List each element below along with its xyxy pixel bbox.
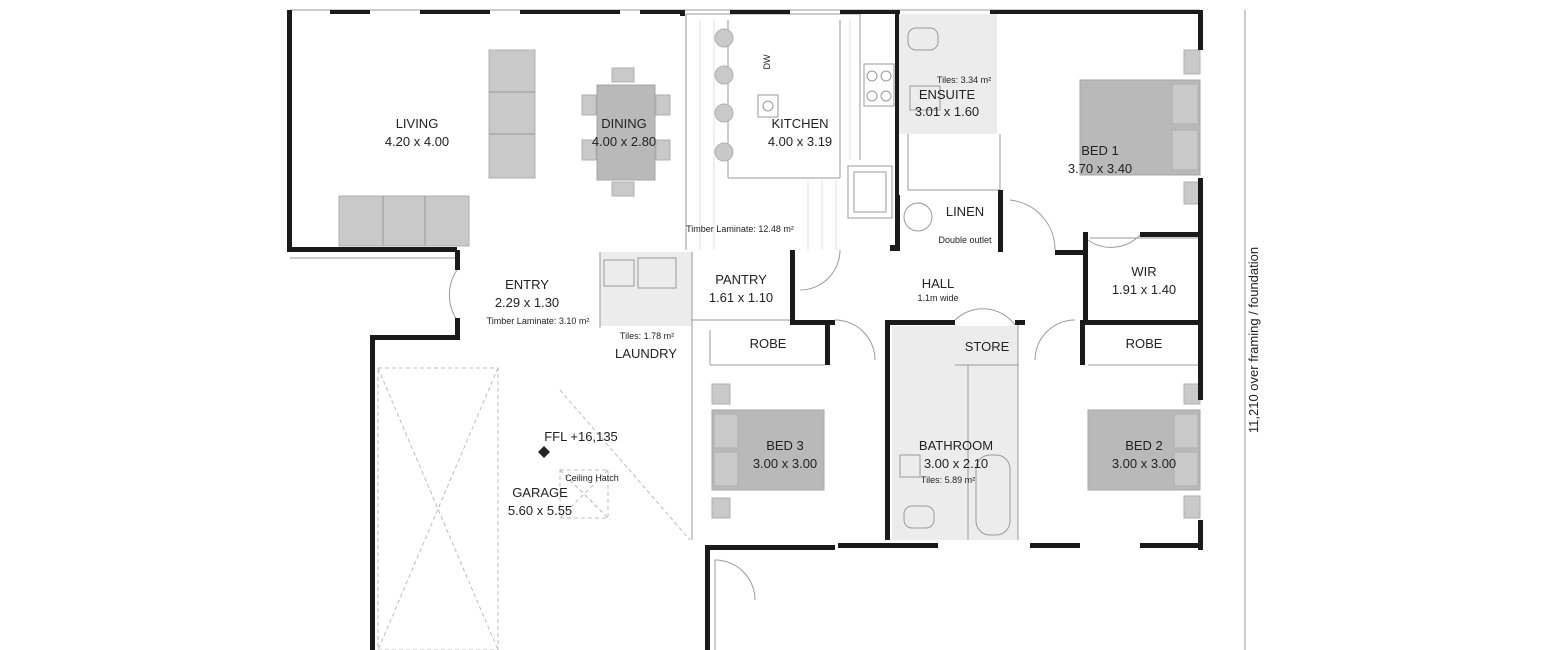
svg-text:LIVING: LIVING — [396, 116, 439, 131]
svg-text:LINEN: LINEN — [946, 204, 984, 219]
svg-text:HALL: HALL — [922, 276, 955, 291]
dining-label: DINING 4.00 x 2.80 — [592, 116, 656, 149]
svg-text:3.00 x 3.00: 3.00 x 3.00 — [1112, 456, 1176, 471]
linen-label: LINEN Double outlet — [938, 204, 992, 245]
hall-label: HALL 1.1m wide — [917, 276, 958, 303]
svg-text:WIR: WIR — [1131, 264, 1156, 279]
doors — [448, 199, 1141, 601]
svg-text:FFL +16,135: FFL +16,135 — [544, 429, 618, 444]
svg-text:5.60 x 5.55: 5.60 x 5.55 — [508, 503, 572, 518]
svg-text:PANTRY: PANTRY — [715, 272, 767, 287]
garage-markings — [377, 367, 691, 650]
svg-text:3.00 x 2.10: 3.00 x 2.10 — [924, 456, 988, 471]
svg-text:4.00 x 2.80: 4.00 x 2.80 — [592, 134, 656, 149]
svg-text:BED 3: BED 3 — [766, 438, 804, 453]
svg-text:BED 2: BED 2 — [1125, 438, 1163, 453]
bed1-label: BED 1 3.70 x 3.40 — [1068, 143, 1132, 176]
dining-table — [596, 84, 656, 181]
svg-text:Tiles: 3.34 m²: Tiles: 3.34 m² — [937, 75, 991, 85]
svg-text:3.70 x 3.40: 3.70 x 3.40 — [1068, 161, 1132, 176]
svg-text:1.91 x 1.40: 1.91 x 1.40 — [1112, 282, 1176, 297]
level-marker-icon — [538, 446, 550, 458]
dw-label: DW — [762, 54, 772, 69]
svg-text:ENSUITE: ENSUITE — [919, 87, 976, 102]
svg-text:Timber Laminate: 12.48 m²: Timber Laminate: 12.48 m² — [686, 224, 794, 234]
bathroom-label: BATHROOM 3.00 x 2.10 Tiles: 5.89 m² — [919, 438, 993, 485]
svg-text:ENTRY: ENTRY — [505, 277, 549, 292]
robe-right-label: ROBE — [1126, 336, 1163, 351]
svg-text:3.00 x 3.00: 3.00 x 3.00 — [753, 456, 817, 471]
pantry-label: PANTRY 1.61 x 1.10 — [709, 272, 773, 305]
svg-text:Ceiling Hatch: Ceiling Hatch — [565, 473, 619, 483]
svg-text:4.00 x 3.19: 4.00 x 3.19 — [768, 134, 832, 149]
sofa-bottom — [338, 195, 470, 247]
room-labels: LIVING 4.20 x 4.00 DINING 4.00 x 2.80 KI… — [385, 54, 1176, 518]
sofa-long — [488, 49, 536, 179]
svg-text:4.20 x 4.00: 4.20 x 4.00 — [385, 134, 449, 149]
walls — [287, 10, 1203, 650]
svg-text:LAUNDRY: LAUNDRY — [615, 346, 677, 361]
svg-text:Tiles: 1.78 m²: Tiles: 1.78 m² — [620, 331, 674, 341]
furniture — [338, 27, 1201, 536]
svg-text:GARAGE: GARAGE — [512, 485, 568, 500]
kitchen-laminate-lines — [699, 20, 851, 250]
svg-text:KITCHEN: KITCHEN — [771, 116, 828, 131]
kitchen-label: KITCHEN 4.00 x 3.19 Timber Laminate: 12.… — [686, 54, 832, 234]
tiled-areas — [600, 14, 1018, 540]
svg-text:2.29 x 1.30: 2.29 x 1.30 — [495, 295, 559, 310]
bed2-label: BED 2 3.00 x 3.00 — [1112, 438, 1176, 471]
entry-label: ENTRY 2.29 x 1.30 Timber Laminate: 3.10 … — [487, 277, 590, 326]
ensuite-label: Tiles: 3.34 m² ENSUITE 3.01 x 1.60 — [915, 75, 991, 119]
garage-label: FFL +16,135 Ceiling Hatch GARAGE 5.60 x … — [508, 429, 619, 518]
svg-text:Double outlet: Double outlet — [938, 235, 992, 245]
svg-text:Tiles: 5.89 m²: Tiles: 5.89 m² — [921, 475, 975, 485]
svg-text:1.61 x 1.10: 1.61 x 1.10 — [709, 290, 773, 305]
robe-left-label: ROBE — [750, 336, 787, 351]
svg-text:3.01 x 1.60: 3.01 x 1.60 — [915, 104, 979, 119]
svg-text:BATHROOM: BATHROOM — [919, 438, 993, 453]
living-label: LIVING 4.20 x 4.00 — [385, 116, 449, 149]
bed3-label: BED 3 3.00 x 3.00 — [753, 438, 817, 471]
wir-label: WIR 1.91 x 1.40 — [1112, 264, 1176, 297]
svg-text:Timber Laminate: 3.10 m²: Timber Laminate: 3.10 m² — [487, 316, 590, 326]
laundry-label: Tiles: 1.78 m² LAUNDRY — [615, 331, 677, 361]
svg-text:BED 1: BED 1 — [1081, 143, 1119, 158]
store-label: STORE — [965, 339, 1010, 354]
svg-text:DINING: DINING — [601, 116, 647, 131]
overall-dimension-label: 11,210 over framing / foundation — [1246, 247, 1261, 433]
svg-text:1.1m wide: 1.1m wide — [917, 293, 958, 303]
